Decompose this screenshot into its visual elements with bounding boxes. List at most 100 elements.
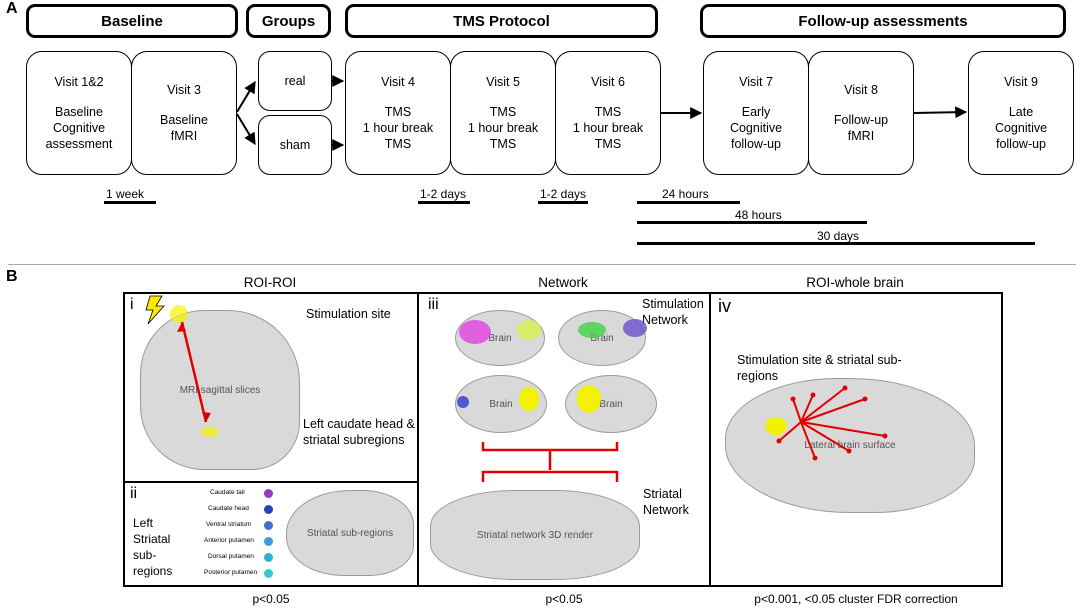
visit-3-title: Visit 3	[167, 83, 201, 97]
duration-1-2-days-b: 1-2 days	[540, 187, 587, 201]
legend-dot-ventral-striatum	[264, 521, 273, 530]
whole-brain-image: Lateral brain surface	[725, 378, 975, 513]
stimulation-striatal-label: Stimulation site & striatal sub- regions	[737, 353, 902, 383]
visit-4-title: Visit 4	[381, 75, 415, 89]
baseline-header: Baseline	[26, 4, 238, 38]
panel-a-letter: A	[6, 0, 18, 17]
visit-1-2-box: Visit 1&2 Baseline Cognitive assessment	[26, 51, 132, 175]
panel-divider	[8, 264, 1076, 265]
visit-9-line: Late	[1008, 105, 1034, 119]
whole-brain-overlay	[765, 385, 888, 461]
visit-7-line: Early	[741, 105, 771, 119]
striatal-network-image: Striatal network 3D render	[430, 490, 640, 580]
visit-8-line: fMRI	[847, 129, 875, 143]
legend-dot-dorsal-putamen	[264, 553, 273, 562]
left-striatal-label: Left Striatal sub- regions	[133, 516, 173, 578]
label-iii: iii	[428, 296, 439, 313]
legend-dot-caudate-tail	[264, 489, 273, 498]
legend-dot-caudate-head	[264, 505, 273, 514]
column-title-roi-roi: ROI-ROI	[243, 275, 297, 290]
caudate-head-label: Left caudate head & striatal subregions	[303, 417, 415, 447]
label-ii: ii	[130, 485, 138, 502]
duration-bar-1-2-days-b	[538, 201, 588, 204]
legend-dot-posterior-putamen	[264, 569, 273, 578]
stimulation-network-label: Stimulation Network	[642, 297, 704, 327]
stimulation-site-label: Stimulation site	[306, 307, 391, 321]
duration-bar-24-hours	[637, 201, 740, 204]
duration-bar-48-hours	[637, 221, 867, 224]
lightning-icon	[145, 295, 165, 325]
visit-3-box: Visit 3 Baseline fMRI	[131, 51, 237, 175]
duration-30-days: 30 days	[817, 229, 860, 243]
visit-5-line: TMS	[489, 137, 517, 151]
legend-label: Dorsal putamen	[208, 553, 254, 560]
connectivity-arrow	[180, 321, 208, 423]
seed-region-marker	[765, 417, 787, 435]
tms-protocol-header: TMS Protocol	[345, 4, 658, 38]
timeline-arrows	[236, 75, 968, 151]
group-real-box: real	[258, 51, 332, 111]
visit-1-2-line: Baseline	[55, 105, 103, 119]
legend-dot-anterior-putamen	[264, 537, 273, 546]
visit-6-title: Visit 6	[591, 75, 625, 89]
column-title-roi-whole-brain: ROI-whole brain	[806, 275, 904, 290]
network-bracket	[481, 442, 619, 482]
p-value-network: p<0.05	[545, 592, 583, 606]
visit-9-title: Visit 9	[1004, 75, 1038, 89]
duration-bar-1-2-days-a	[418, 201, 470, 204]
caudate-marker	[201, 427, 219, 437]
visit-7-box: Visit 7 Early Cognitive follow-up	[703, 51, 809, 175]
visit-5-box: Visit 5 TMS 1 hour break TMS	[450, 51, 556, 175]
legend-label: Anterior putamen	[204, 537, 254, 544]
group-sham-label: sham	[279, 138, 311, 152]
visit-1-2-line: assessment	[45, 137, 113, 151]
arrow-v8-to-v9	[913, 106, 968, 119]
visit-7-line: follow-up	[730, 137, 782, 151]
roi-overlay	[145, 295, 219, 437]
visit-9-line: follow-up	[995, 137, 1047, 151]
legend-label: Ventral striatum	[206, 521, 252, 528]
visit-3-line: fMRI	[170, 129, 198, 143]
follow-up-header: Follow-up assessments	[700, 4, 1066, 38]
panel-b-letter: B	[6, 268, 18, 285]
striatal-network-label: Striatal Network	[643, 487, 689, 517]
duration-bar-30-days	[637, 242, 1035, 245]
visit-5-line: TMS	[489, 105, 517, 119]
brain-lateral-right-image: Brain	[558, 310, 646, 366]
visit-8-title: Visit 8	[844, 83, 878, 97]
label-iv: iv	[718, 296, 731, 316]
striatal-subregions-image: Striatal sub-regions	[286, 490, 414, 576]
visit-6-line: TMS	[594, 105, 622, 119]
frame-iv	[709, 292, 1003, 587]
legend-label: Caudate tail	[210, 489, 245, 496]
visit-5-title: Visit 5	[486, 75, 520, 89]
visit-3-line: Baseline	[160, 113, 208, 127]
visit-5-line: 1 hour break	[467, 121, 539, 135]
legend-label: Posterior putamen	[204, 569, 258, 576]
duration-1-2-days-a: 1-2 days	[420, 187, 467, 201]
visit-8-box: Visit 8 Follow-up fMRI	[808, 51, 914, 175]
visit-7-line: Cognitive	[729, 121, 783, 135]
duration-48-hours: 48 hours	[735, 208, 782, 222]
p-value-roi-roi: p<0.05	[252, 592, 290, 606]
group-sham-box: sham	[258, 115, 332, 175]
visit-6-line: 1 hour break	[572, 121, 644, 135]
label-i: i	[130, 296, 134, 313]
sagittal-brain-image: MRI sagittal slices	[140, 310, 300, 470]
arrow-to-real	[236, 80, 256, 113]
arrow-to-sham	[236, 113, 256, 146]
visit-6-box: Visit 6 TMS 1 hour break TMS	[555, 51, 661, 175]
visit-4-line: TMS	[384, 105, 412, 119]
visit-9-box: Visit 9 Late Cognitive follow-up	[968, 51, 1074, 175]
column-title-network: Network	[538, 275, 588, 290]
duration-24-hours: 24 hours	[662, 187, 709, 201]
visit-6-line: TMS	[594, 137, 622, 151]
duration-1-week: 1 week	[106, 187, 145, 201]
stimulation-site-marker	[170, 305, 188, 323]
groups-header: Groups	[246, 4, 331, 38]
visit-9-line: Cognitive	[994, 121, 1048, 135]
visit-4-line: 1 hour break	[362, 121, 434, 135]
visit-1-2-line: Cognitive	[52, 121, 106, 135]
group-real-label: real	[284, 74, 306, 88]
visit-1-2-title: Visit 1&2	[54, 75, 104, 89]
